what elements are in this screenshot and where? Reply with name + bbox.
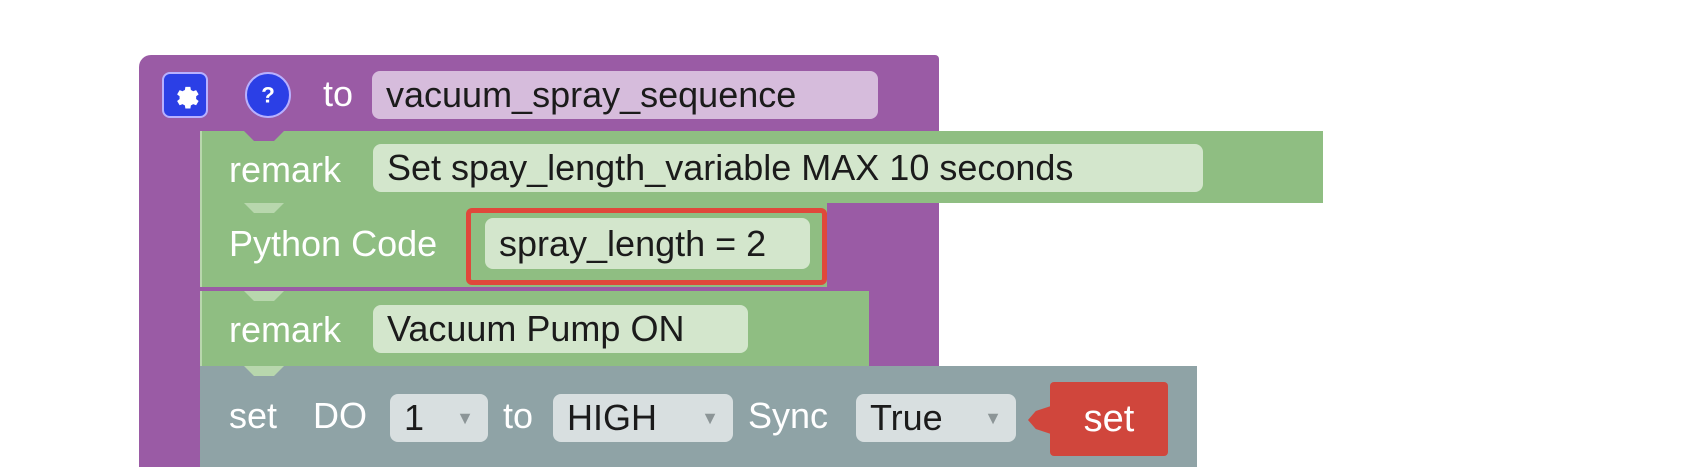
help-icon: ? bbox=[261, 83, 275, 108]
remark-label: remark bbox=[229, 309, 342, 350]
level-dropdown[interactable]: HIGH ▼ bbox=[553, 394, 733, 442]
svg-text:?: ? bbox=[261, 83, 275, 108]
settings-button[interactable] bbox=[162, 72, 208, 118]
procedure-keyword: to bbox=[323, 73, 354, 114]
procedure-name-field[interactable]: vacuum_spray_sequence bbox=[372, 71, 878, 119]
help-button[interactable]: ? bbox=[245, 72, 291, 118]
sync-label: Sync bbox=[748, 395, 829, 436]
dropdown-value: 1 bbox=[404, 397, 425, 438]
remark-label: remark bbox=[229, 149, 342, 190]
chevron-down-icon: ▼ bbox=[701, 407, 719, 428]
remark-text-field[interactable]: Vacuum Pump ON bbox=[373, 305, 748, 353]
chevron-down-icon: ▼ bbox=[456, 407, 474, 428]
dropdown-value: True bbox=[870, 397, 943, 438]
sync-dropdown[interactable]: True ▼ bbox=[856, 394, 1016, 442]
do-label: DO bbox=[313, 395, 367, 436]
python-code-field[interactable]: spray_length = 2 bbox=[485, 218, 810, 269]
set-action-block[interactable]: set bbox=[1050, 382, 1168, 456]
block-notch bbox=[244, 131, 284, 141]
block-notch bbox=[244, 366, 284, 376]
block-notch bbox=[244, 203, 284, 213]
python-code-label: Python Code bbox=[229, 223, 438, 264]
to-label: to bbox=[503, 395, 534, 436]
dropdown-value: HIGH bbox=[567, 397, 657, 438]
highlight-box bbox=[466, 208, 827, 285]
do-number-dropdown[interactable]: 1 ▼ bbox=[390, 394, 488, 442]
block-notch bbox=[244, 291, 284, 301]
set-label: set bbox=[229, 395, 278, 436]
remark-text-field[interactable]: Set spay_length_variable MAX 10 seconds bbox=[373, 144, 1203, 192]
chevron-down-icon: ▼ bbox=[984, 407, 1002, 428]
gear-icon bbox=[177, 86, 199, 109]
